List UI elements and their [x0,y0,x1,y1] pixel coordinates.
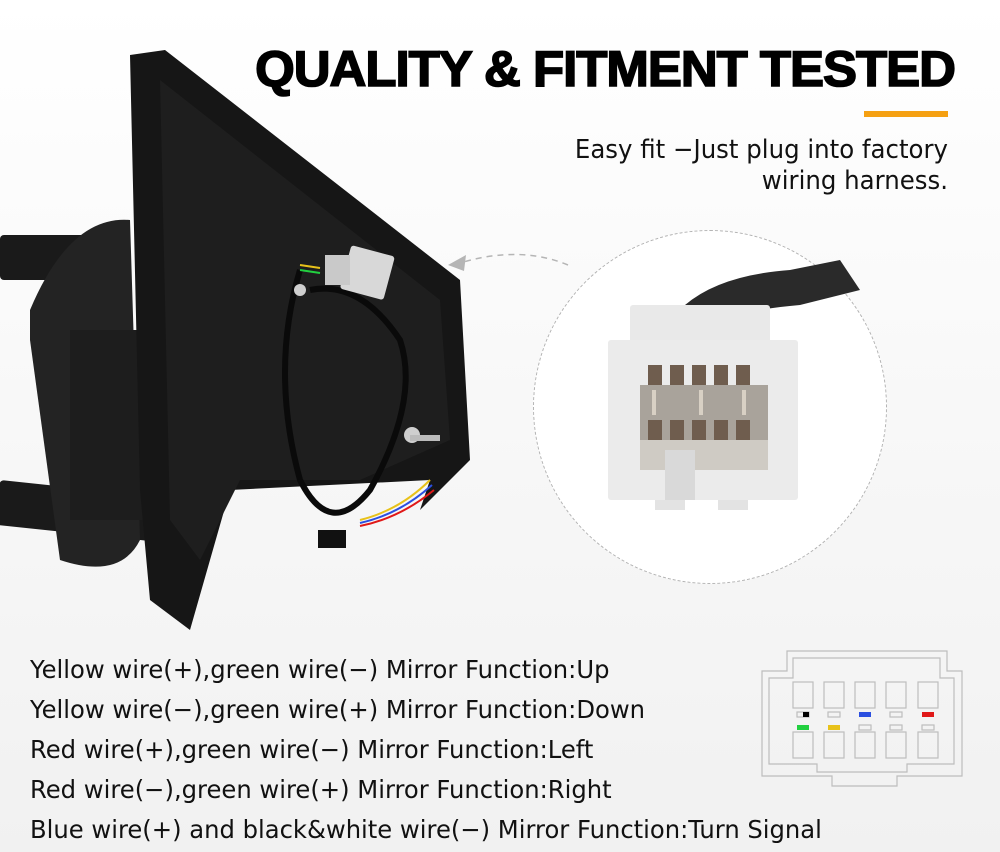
page-title: QUALITY & FITMENT TESTED [254,40,957,98]
wiring-line: Red wire(−),green wire(+) Mirror Functio… [30,775,612,804]
mirror-product-image [0,50,470,630]
wiring-line: Blue wire(+) and black&white wire(−) Mir… [30,815,822,844]
wiring-line: Yellow wire(−),green wire(+) Mirror Func… [30,695,646,724]
accent-bar [864,111,948,117]
wiring-instructions: Yellow wire(+),green wire(−) Mirror Func… [30,650,822,850]
subtitle: Easy fit −Just plug into factory wiring … [516,135,948,197]
wiring-line: Red wire(+),green wire(−) Mirror Functio… [30,735,594,764]
subtitle-line-2: wiring harness. [761,166,948,196]
subtitle-line-1: Easy fit −Just plug into factory [574,135,948,165]
connector-pin-diagram [761,650,963,787]
connector-closeup-image [608,260,860,510]
callout-arrow-icon [448,253,569,271]
wiring-line: Yellow wire(+),green wire(−) Mirror Func… [30,655,610,684]
